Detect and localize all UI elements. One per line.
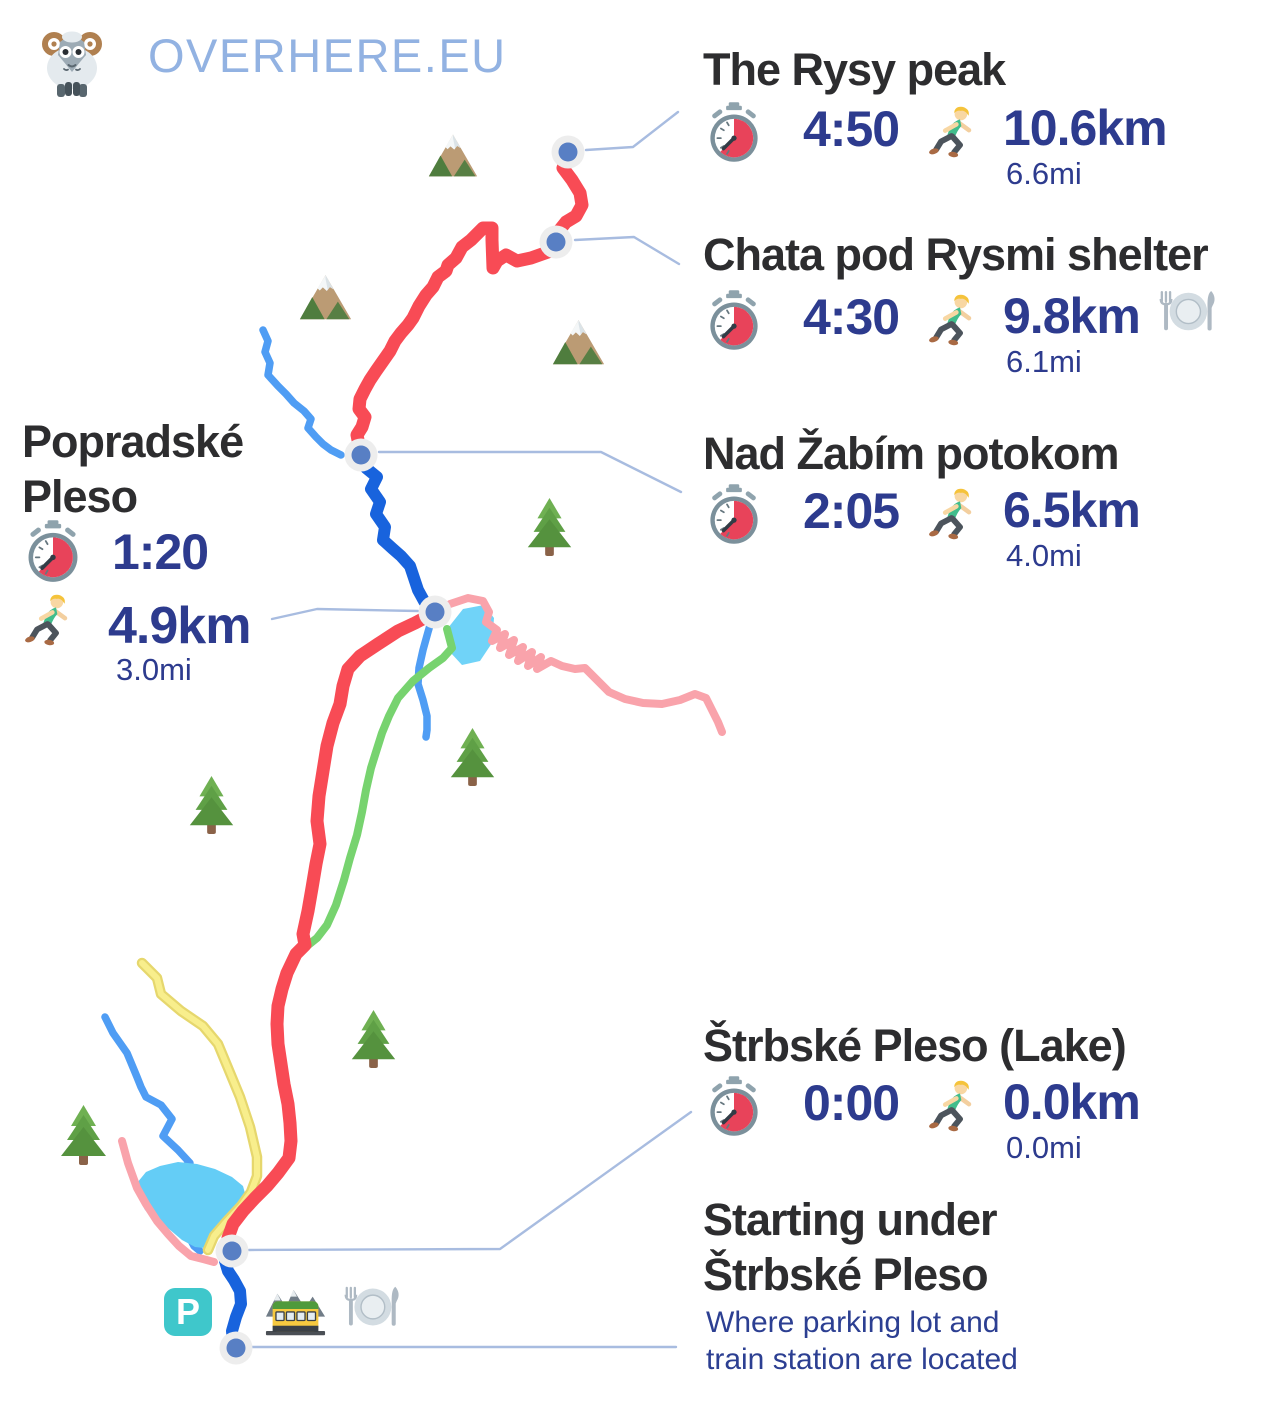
stop-title-strbske: Štrbské Pleso (Lake) <box>703 1020 1127 1071</box>
fork-and-plate-icon <box>1158 288 1217 335</box>
distance-km: 4.9km <box>108 597 251 655</box>
distance-block: 9.8km 6.1mi <box>1003 288 1141 379</box>
site-logo-text: OVERHERE.EU <box>148 29 507 82</box>
stats-strbske: 0:00 0.0km 0.0mi <box>700 1074 1261 1165</box>
pink-trail-east <box>446 594 726 736</box>
red-trail-lower <box>221 607 439 1257</box>
time-value: 4:30 <box>803 289 900 345</box>
stop-title-start: Starting under Štrbské Pleso <box>703 1192 998 1302</box>
waypoint-strbske <box>215 1234 249 1268</box>
distance-mi: 0.0mi <box>1006 1130 1082 1165</box>
distance-mi: 4.0mi <box>1006 538 1082 573</box>
stats-chata: 4:30 9.8km 6.1mi <box>700 288 1261 379</box>
waypoint-rysy <box>551 135 585 169</box>
leader-nad-zabim <box>377 450 683 494</box>
distance-mi: 3.0mi <box>116 652 192 687</box>
runner-icon <box>924 292 978 348</box>
leader-lines <box>247 110 693 1349</box>
pink-trail-west <box>118 1137 218 1266</box>
distance-block: 0.0km 0.0mi <box>1003 1074 1141 1165</box>
leader-popradske <box>270 607 420 621</box>
runner-icon <box>924 486 978 542</box>
stop-title-popradske: Popradské Pleso <box>22 414 244 524</box>
subtitle-line-2: train station are located <box>706 1343 1018 1376</box>
stop-title-nad-zabim: Nad Žabím potokom <box>703 428 1120 479</box>
waypoint-popradske <box>418 595 452 629</box>
stats-nad-zabim: 2:05 6.5km 4.0mi <box>700 482 1261 573</box>
stopwatch-icon <box>706 1074 762 1138</box>
stream-upper <box>259 326 345 459</box>
green-trail <box>303 625 456 950</box>
title-line-1: Starting under <box>703 1194 998 1245</box>
stats-rysy: 4:50 10.6km 6.6mi <box>700 100 1261 191</box>
distance-mi: 6.6mi <box>1006 156 1082 191</box>
distance-km: 9.8km <box>1003 288 1141 344</box>
stopwatch-icon <box>706 482 762 546</box>
leader-chata <box>573 235 681 266</box>
time-value: 2:05 <box>803 483 900 539</box>
waypoint-chata <box>539 225 573 259</box>
start-subtitle: Where parking lot and train station are … <box>706 1304 1018 1378</box>
waypoint-start <box>219 1331 253 1365</box>
stopwatch-icon <box>706 288 762 352</box>
leader-rysy <box>584 110 680 152</box>
waypoint-markers <box>215 135 585 1365</box>
time-value: 4:50 <box>803 101 900 157</box>
time-value: 0:00 <box>803 1075 900 1131</box>
distance-block: 6.5km 4.0mi <box>1003 482 1141 573</box>
waypoint-nad-zabim <box>344 438 378 472</box>
strbske-lake <box>137 1162 246 1248</box>
subtitle-line-1: Where parking lot and <box>706 1306 1000 1339</box>
parking-sign: P <box>164 1288 212 1336</box>
title-line-1: Popradské <box>22 416 244 467</box>
distance-block: 10.6km 6.6mi <box>1003 100 1168 191</box>
distance-km: 10.6km <box>1003 100 1168 156</box>
title-line-2: Štrbské Pleso <box>703 1249 989 1300</box>
red-trail-upper <box>350 148 589 462</box>
distance-km: 0.0km <box>1003 1074 1141 1130</box>
stop-title-chata: Chata pod Rysmi shelter <box>703 229 1209 280</box>
leader-strbske <box>247 1110 693 1252</box>
runner-icon <box>924 1078 978 1134</box>
blue-trail-middle <box>356 451 438 617</box>
stop-title-rysy: The Rysy peak <box>703 44 1006 95</box>
title-line-2: Pleso <box>22 471 138 522</box>
time-value: 1:20 <box>112 524 209 580</box>
stopwatch-icon <box>706 100 762 164</box>
distance-mi: 6.1mi <box>1006 344 1082 379</box>
runner-icon <box>924 104 978 160</box>
stream-popradske <box>414 611 437 741</box>
distance-km: 6.5km <box>1003 482 1141 538</box>
